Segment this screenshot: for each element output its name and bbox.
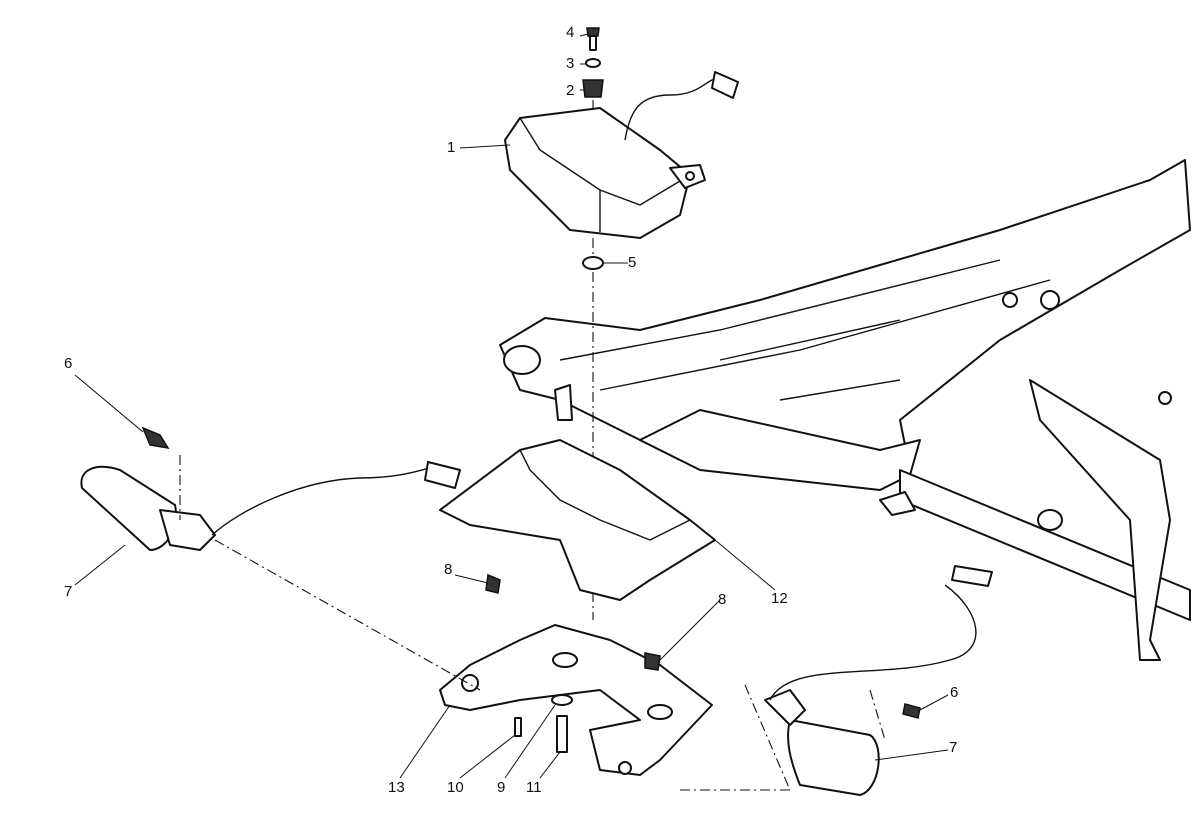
callout-1: 1 [447,139,456,156]
right-indicator [680,565,993,796]
callout-11: 11 [526,779,542,796]
under-tray [439,384,716,601]
callout-2: 2 [566,82,575,99]
callout-8-left: 8 [444,561,453,578]
callout-12: 12 [771,590,788,607]
callout-6-left: 6 [64,355,73,372]
callout-7-right: 7 [949,739,958,756]
plate-bracket [439,573,713,776]
callout-6-right: 6 [950,684,959,701]
callout-10: 10 [447,779,464,796]
callout-3: 3 [566,55,575,72]
callout-7-left: 7 [64,583,73,600]
callout-8-right: 8 [718,591,727,608]
leader-lines [74,33,949,779]
callout-5: 5 [628,254,637,271]
callout-4: 4 [566,24,575,41]
left-indicator [80,426,481,691]
rear-frame [499,159,1191,661]
tail-light [504,71,739,239]
fasteners-top [582,27,604,620]
callout-13: 13 [388,779,405,796]
callout-9: 9 [497,779,506,796]
